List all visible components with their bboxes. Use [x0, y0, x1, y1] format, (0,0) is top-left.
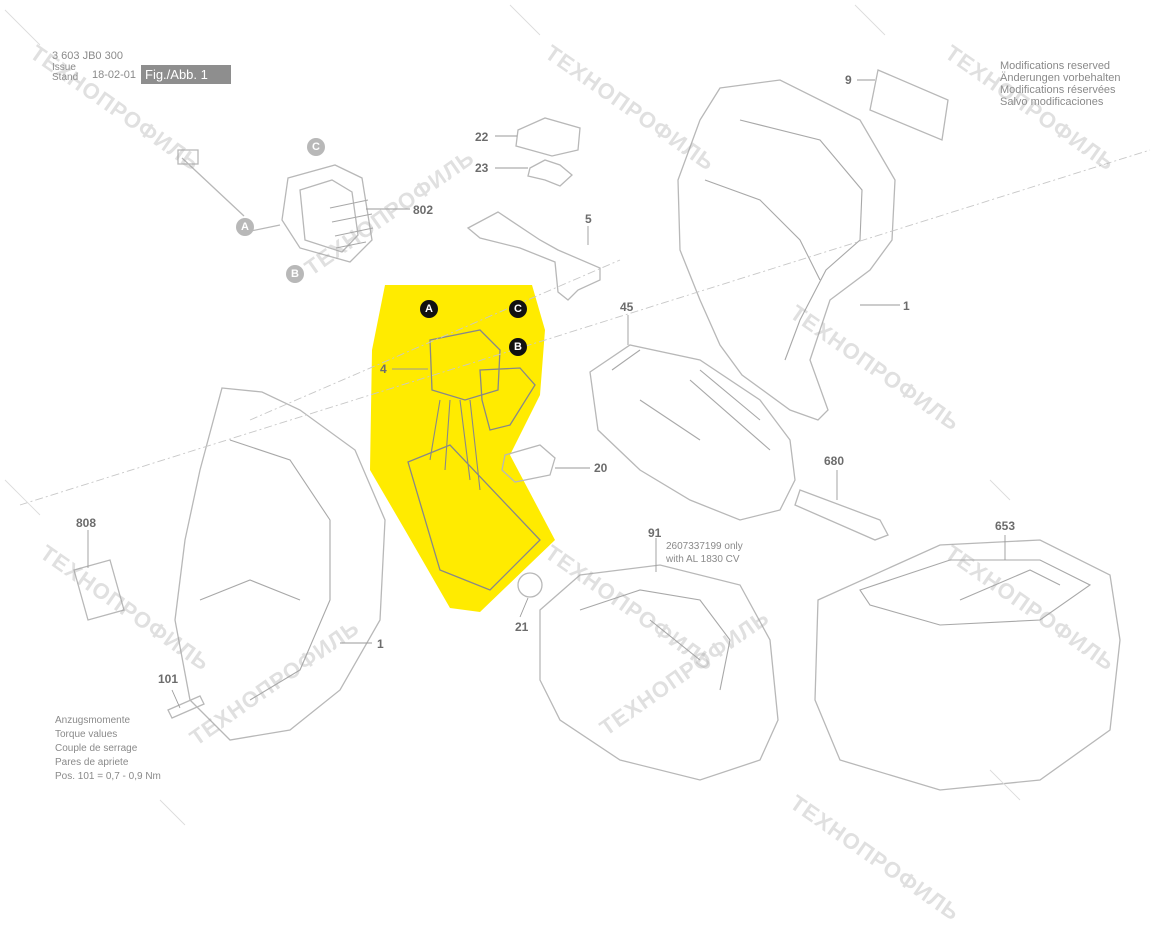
part-number-45: 45	[620, 300, 634, 314]
part-9-label-drawing	[869, 69, 949, 141]
torque-line: Anzugsmomente	[55, 715, 131, 726]
motor-drawing	[177, 149, 374, 263]
part-number-1-top: 1	[903, 299, 910, 313]
part-number: 3 603 JB0 300	[52, 50, 123, 62]
callout-b-switch: B	[509, 338, 527, 356]
chuck-drawing	[589, 344, 796, 521]
modifications-line: Salvo modificaciones	[1000, 96, 1104, 108]
torque-line: Torque values	[55, 729, 118, 740]
callout-c-switch: C	[509, 300, 527, 318]
part-number-653: 653	[995, 519, 1016, 533]
part-number-21: 21	[515, 620, 529, 634]
charger-drawing	[814, 539, 1121, 791]
battery-note-line: with AL 1830 CV	[666, 554, 740, 565]
part-number-680: 680	[824, 454, 845, 468]
callout-c-motor: C	[307, 138, 325, 156]
battery-drawing	[539, 564, 779, 781]
exploded-view-drawing	[4, 4, 1151, 826]
battery-note-line: 2607337199 only	[666, 541, 743, 552]
part-number-802: 802	[413, 203, 434, 217]
part-number-91: 91	[648, 526, 662, 540]
switch-highlight	[370, 285, 555, 612]
part-808-label-drawing	[73, 559, 125, 621]
modifications-note: Modifications reserved Änderungen vorbeh…	[1000, 60, 1120, 108]
bit-drawing	[794, 489, 889, 541]
part-number-4: 4	[380, 362, 387, 376]
callout-b-motor: B	[286, 265, 304, 283]
part-5-drawing	[466, 211, 601, 301]
part-number-1-bottom: 1	[377, 637, 384, 651]
modifications-line: Modifications réservées	[1000, 84, 1116, 96]
screw-101-drawing	[167, 695, 205, 719]
torque-note: Anzugsmomente Torque values Couple de se…	[55, 714, 161, 784]
part-number-23: 23	[475, 161, 489, 175]
part-number-20: 20	[594, 461, 608, 475]
figure-label: Fig./Abb. 1	[141, 65, 231, 84]
part-number-22: 22	[475, 130, 489, 144]
part-23-drawing	[527, 159, 573, 187]
part-number-808: 808	[76, 516, 97, 530]
torque-line: Pos. 101 = 0,7 - 0,9 Nm	[55, 771, 161, 782]
battery-note: 2607337199 only with AL 1830 CV	[666, 540, 743, 566]
modifications-line: Modifications reserved	[1000, 60, 1111, 72]
housing-bottom-drawing	[174, 387, 386, 741]
part-21-drawing	[517, 572, 543, 598]
issue-date: 18-02-01	[92, 69, 137, 81]
switch-module-drawing	[407, 329, 541, 591]
part-number-9: 9	[845, 73, 852, 87]
issue-label: Issue	[52, 62, 76, 73]
torque-line: Couple de serrage	[55, 743, 138, 754]
torque-line: Pares de apriete	[55, 757, 129, 768]
part-number-101: 101	[158, 672, 179, 686]
callout-a-motor: A	[236, 218, 254, 236]
part-number-5: 5	[585, 212, 592, 226]
stand-label: Stand	[52, 72, 79, 83]
callout-a-switch: A	[420, 300, 438, 318]
part-20-drawing	[501, 444, 556, 483]
housing-top-drawing	[677, 79, 896, 421]
modifications-line: Änderungen vorbehalten	[1000, 72, 1121, 84]
part-22-drawing	[515, 117, 581, 157]
